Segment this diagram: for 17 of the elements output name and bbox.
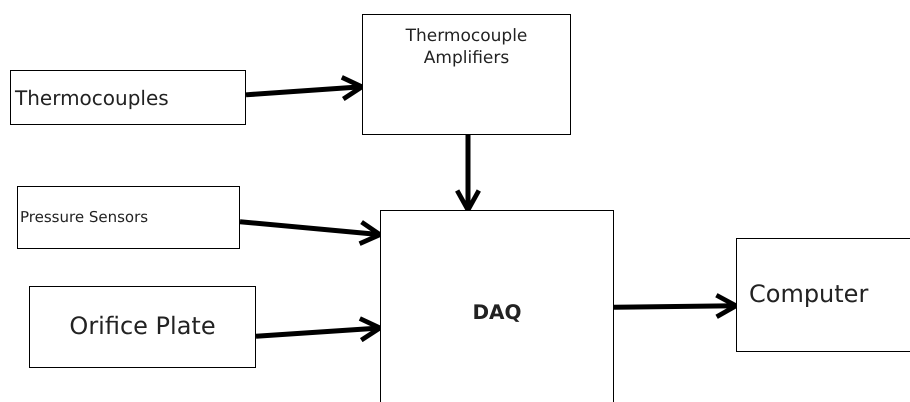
arrow (240, 219, 382, 246)
box-label: Thermocouples (15, 84, 169, 110)
process-box (29, 286, 256, 368)
process-box (10, 70, 246, 125)
box-label: Computer (749, 279, 868, 310)
box-label: Thermocouple Amplifiers (404, 25, 528, 70)
arrow (454, 135, 482, 212)
arrow (246, 74, 364, 102)
box-label: Orifice Plate (69, 311, 216, 342)
process-box (736, 238, 910, 352)
process-box (362, 14, 571, 135)
process-box (17, 186, 240, 249)
box-label: DAQ (472, 299, 522, 325)
process-box (380, 210, 614, 402)
arrow (256, 316, 382, 342)
arrow (614, 292, 738, 320)
box-label: Pressure Sensors (20, 208, 148, 228)
